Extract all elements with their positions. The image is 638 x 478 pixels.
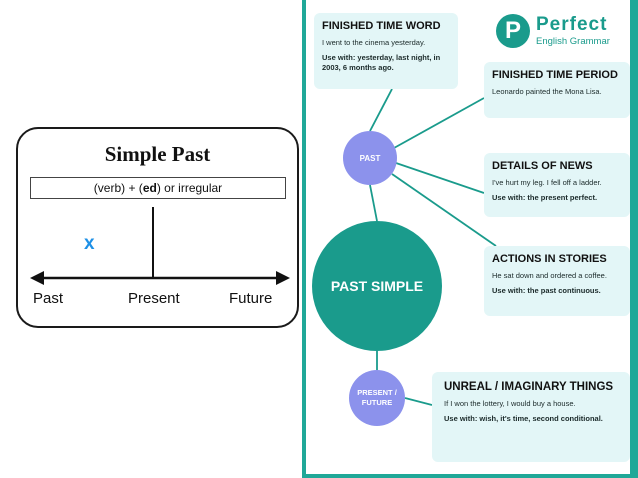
timeline-graphic	[30, 207, 290, 285]
box-example: If I won the lottery, I would buy a hous…	[444, 399, 576, 408]
simple-past-timeline-card: Simple Past (verb) + (ed) or irregular x…	[16, 127, 299, 328]
node-present-future: PRESENT / FUTURE	[349, 370, 405, 426]
box-example: I went to the cinema yesterday.	[322, 38, 426, 47]
box-title: UNREAL / IMAGINARY THINGS	[444, 381, 614, 393]
logo-p-icon: P	[496, 14, 530, 48]
perfect-english-grammar-logo: P Perfect English Grammar	[496, 14, 630, 52]
timeline-label-past: Past	[33, 290, 64, 307]
logo-subtitle: English Grammar	[536, 36, 610, 47]
formula-prefix: (verb) + (	[93, 181, 143, 195]
connector-actions-in-stories	[391, 173, 497, 247]
box-unreal-imaginary-things: UNREAL / IMAGINARY THINGS If I won the l…	[432, 372, 630, 462]
box-usage: Use with: yesterday, last night, in 2003…	[322, 53, 441, 73]
box-finished-time-period: FINISHED TIME PERIOD Leonardo painted th…	[484, 62, 630, 118]
connector-details-of-news	[395, 162, 485, 194]
box-example: I've hurt my leg. I fell off a ladder.	[492, 178, 602, 187]
formula-suffix: ) or irregular	[156, 181, 223, 195]
box-example: Leonardo painted the Mona Lisa.	[492, 87, 602, 96]
box-title: DETAILS OF NEWS	[492, 160, 593, 172]
box-details-of-news: DETAILS OF NEWS I've hurt my leg. I fell…	[484, 153, 630, 217]
timeline-formula: (verb) + (ed) or irregular	[30, 177, 286, 199]
box-usage: Use with: the present perfect.	[492, 193, 598, 203]
box-example: He sat down and ordered a coffee.	[492, 271, 607, 280]
node-future-label: FUTURE	[361, 398, 393, 407]
formula-ed: ed	[142, 181, 157, 195]
connector-past-to-center	[369, 184, 378, 222]
connector-finished-time-period	[393, 97, 485, 149]
node-present-label: PRESENT /	[357, 388, 397, 398]
timeline-label-present: Present	[128, 290, 180, 307]
box-actions-in-stories: ACTIONS IN STORIES He sat down and order…	[484, 246, 630, 316]
infographic-canvas: P Perfect English Grammar FINISHED TIME …	[306, 0, 630, 474]
box-title: FINISHED TIME PERIOD	[492, 69, 618, 81]
box-usage: Use with: the past continuous.	[492, 286, 601, 296]
connector-lines	[369, 88, 497, 406]
past-simple-infographic: P Perfect English Grammar FINISHED TIME …	[302, 0, 638, 478]
box-title: ACTIONS IN STORIES	[492, 253, 607, 265]
logo-word: Perfect	[536, 14, 608, 35]
box-usage: Use with: wish, it's time, second condit…	[444, 414, 603, 424]
box-title: FINISHED TIME WORD	[322, 20, 441, 32]
timeline-label-future: Future	[229, 290, 273, 307]
box-finished-time-word: FINISHED TIME WORD I went to the cinema …	[314, 13, 458, 89]
past-action-x-marker: x	[84, 233, 95, 254]
connector-unreal-things	[404, 397, 433, 406]
connector-finished-time-word	[369, 88, 393, 132]
timeline-title: Simple Past	[104, 142, 211, 166]
timeline-left-arrowhead	[30, 271, 44, 285]
timeline-right-arrowhead	[276, 271, 290, 285]
node-past: PAST	[343, 131, 397, 185]
node-past-simple-center: PAST SIMPLE	[312, 221, 442, 351]
